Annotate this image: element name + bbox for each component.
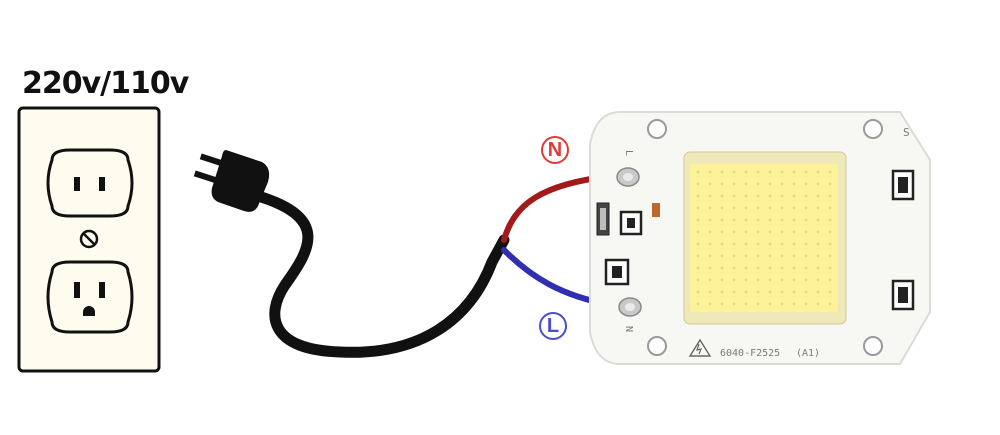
- board-model: 6040-F2525: [720, 348, 780, 359]
- led-chip: [690, 164, 838, 312]
- solder-pad-bottom: [618, 297, 642, 317]
- board-mark-l: L: [623, 150, 634, 156]
- neutral-tag: N: [541, 136, 569, 164]
- wall-outlet: [17, 106, 161, 373]
- board-mark-s: S: [903, 126, 910, 139]
- warning-icon: [688, 338, 712, 357]
- board-variant: (A1): [796, 348, 820, 359]
- voltage-label: 220v/110v: [22, 66, 189, 101]
- solder-pad-top: [616, 167, 640, 187]
- live-tag: L: [539, 312, 567, 340]
- outlet-receptacle-bottom: [46, 260, 134, 334]
- screw-icon: [79, 229, 99, 249]
- outlet-receptacle-top: [46, 148, 134, 218]
- power-plug: [193, 150, 270, 212]
- led-cob-board: S L N 6040-F2525 (A1): [589, 111, 931, 365]
- board-mark-n: N: [623, 326, 634, 332]
- resistor: [652, 203, 660, 217]
- power-cord: [252, 190, 510, 358]
